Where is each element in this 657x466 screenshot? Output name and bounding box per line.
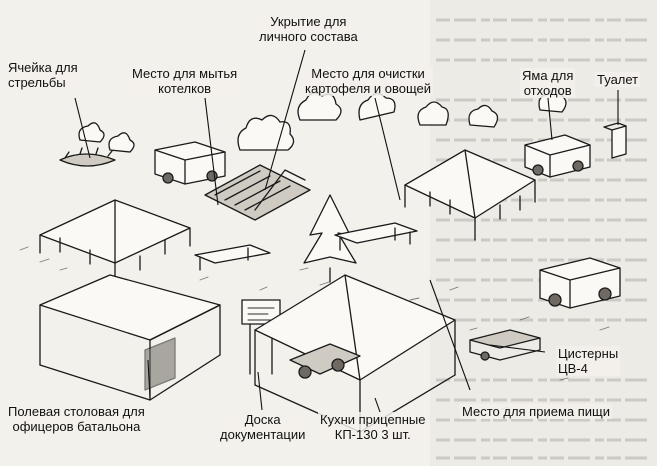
- truck-kettle-wash: [154, 141, 226, 185]
- toilet-booth: [603, 122, 627, 159]
- tent-kitchens: [254, 274, 456, 433]
- tent-vegetable-station: [404, 149, 536, 241]
- tables-center: [194, 222, 418, 271]
- label-toilet: Туалет: [595, 72, 641, 87]
- tent-back-left: [39, 199, 191, 280]
- firing-cell-trench: [59, 147, 116, 167]
- background-treeline: [78, 88, 567, 153]
- label-meal-place: Место для приема пищи: [460, 404, 612, 419]
- leader-lines: [74, 49, 619, 413]
- personnel-shelter: [204, 164, 311, 221]
- tent-officers-canteen: [39, 274, 221, 401]
- truck-right: [539, 257, 621, 309]
- waste-pit-truck: [524, 134, 591, 178]
- water-tanks: [469, 329, 541, 361]
- documentation-board: [241, 299, 281, 375]
